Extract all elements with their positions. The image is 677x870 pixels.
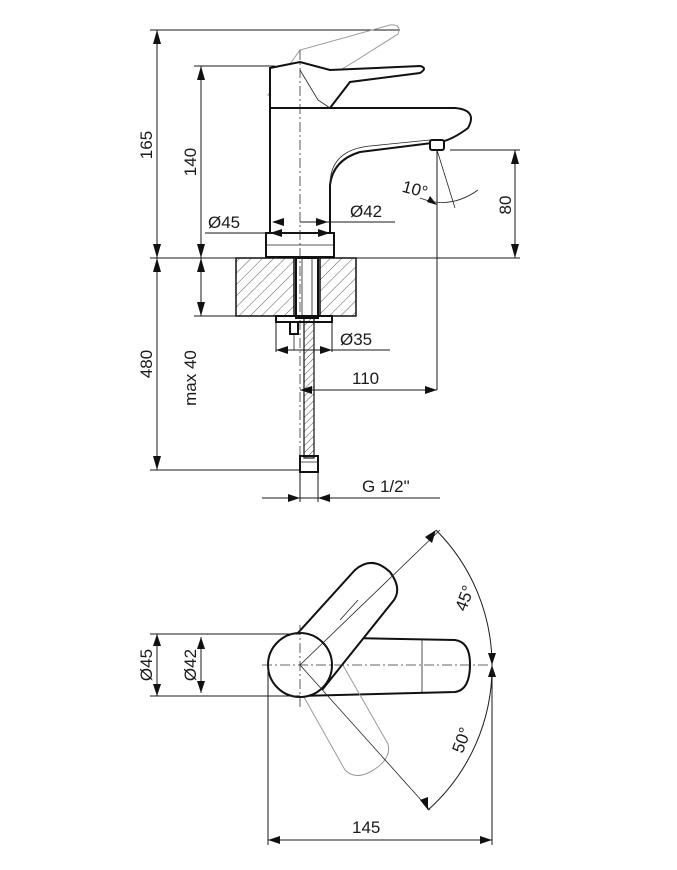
mounting-stud (295, 257, 319, 319)
dim-spout-tilt-label: 10° (400, 177, 430, 202)
dim-overall-length-label: 145 (352, 818, 380, 837)
faucet-body (269, 107, 472, 234)
lever-detail (299, 69, 331, 109)
dim-body-diameter-label: Ø42 (350, 202, 382, 221)
dim-rotation-right-label: 50° (449, 725, 476, 756)
dim-base-diameter-label: Ø45 (208, 213, 240, 232)
dim-spout-clearance (450, 149, 520, 258)
dim-hose-length-label: 480 (137, 350, 156, 378)
lever-raised-ghost (267, 24, 400, 96)
dim-body-height (194, 65, 275, 258)
dim-body-height-label: 140 (181, 148, 200, 176)
dim-spout-clearance-label: 80 (496, 196, 515, 215)
spout-underside (329, 139, 431, 186)
dim-total-height (150, 29, 400, 258)
hose-connector (299, 455, 319, 473)
lever-handle (269, 60, 425, 109)
dim-rotation-left-label: 45° (452, 583, 479, 614)
dim-max-thickness-label: max 40 (181, 350, 200, 406)
aerator (429, 139, 445, 151)
side-view: 165 140 Ø45 Ø42 (137, 24, 520, 502)
dim-top-body-diameter-label: Ø42 (181, 649, 200, 681)
spout-tilt-line (436, 149, 456, 209)
top-view: Ø45 Ø42 45° 50° 145 (137, 529, 496, 845)
countertop-right-section (319, 257, 357, 317)
countertop-left-section (235, 257, 295, 317)
mounting-nut (289, 321, 299, 335)
dim-mount-hole-label: Ø35 (340, 330, 372, 349)
lever-rotated-right-ghost (299, 659, 390, 776)
dim-total-height-label: 165 (137, 131, 156, 159)
dim-spout-reach-label: 110 (352, 369, 379, 388)
dim-connection-thread-label: G 1/2" (362, 477, 410, 496)
dim-top-base-diameter-label: Ø45 (137, 649, 156, 681)
